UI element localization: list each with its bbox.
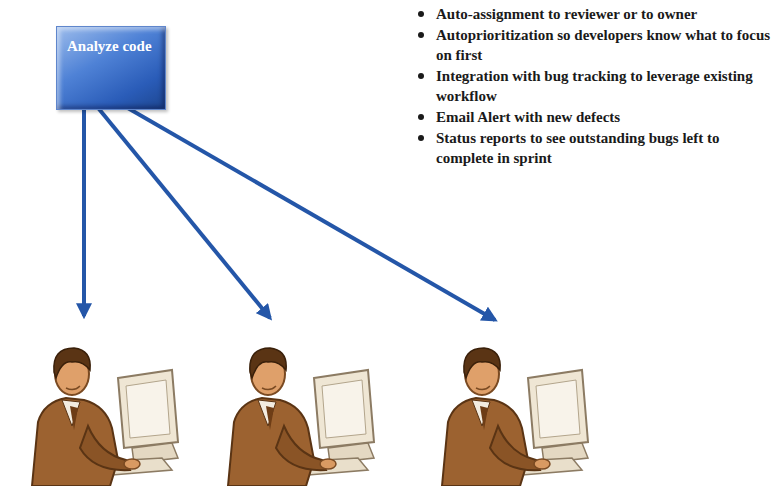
arrow xyxy=(82,96,86,316)
bullet-text: Email Alert with new defects xyxy=(436,109,620,125)
process-box: Analyze code xyxy=(56,26,166,110)
bullet-dot xyxy=(418,32,424,38)
flow-arrows xyxy=(84,92,495,320)
bullet-item: Status reports to see outstanding bugs l… xyxy=(416,128,778,168)
bullet-item: Integration with bug tracking to leverag… xyxy=(416,66,778,106)
developer-figure xyxy=(442,348,588,486)
arrow xyxy=(100,92,495,320)
bullet-text: Integration with bug tracking to leverag… xyxy=(436,68,753,104)
developer-figure xyxy=(228,348,374,486)
bullet-dot xyxy=(418,114,424,120)
arrow xyxy=(90,98,270,318)
box-text: Analyze code xyxy=(67,37,155,56)
bullet-dot xyxy=(418,135,424,141)
bullet-text: Autoprioritization so developers know wh… xyxy=(436,27,770,63)
bullet-list: Auto-assignment to reviewer or to ownerA… xyxy=(416,4,778,169)
bullet-dot xyxy=(418,73,424,79)
bullet-dot xyxy=(418,11,424,17)
bullet-item: Email Alert with new defects xyxy=(416,107,778,127)
bullet-text: Status reports to see outstanding bugs l… xyxy=(436,130,719,166)
bullet-item: Autoprioritization so developers know wh… xyxy=(416,25,778,65)
bullet-text: Auto-assignment to reviewer or to owner xyxy=(436,6,697,22)
bullet-item: Auto-assignment to reviewer or to owner xyxy=(416,4,778,24)
developer-figure xyxy=(32,348,178,486)
